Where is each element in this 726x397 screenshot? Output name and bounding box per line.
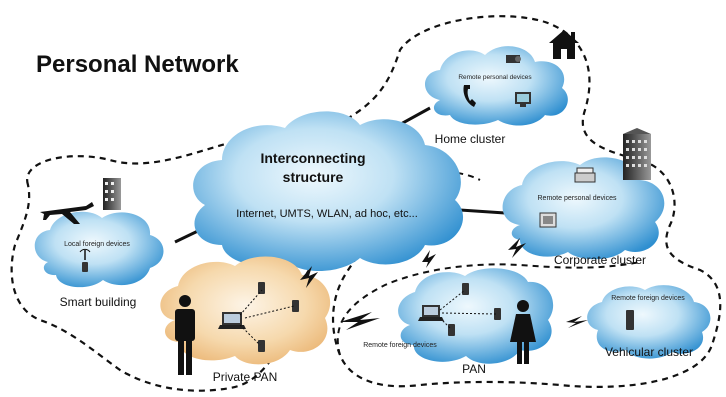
- pan-cloud-label: Remote foreign devices: [363, 342, 437, 349]
- vehicular-cluster-label: Vehicular cluster: [605, 345, 693, 359]
- camera-icon: [506, 55, 521, 63]
- house-icon: [549, 30, 579, 59]
- wireless-link-lines: [239, 289, 497, 346]
- phone-icon: [463, 85, 476, 107]
- interconnect-cloud: Interconnecting structure Internet, UMTS…: [193, 111, 464, 272]
- woman-icon: [510, 300, 536, 364]
- private-pan-label: Private PAN: [213, 370, 277, 384]
- home-cluster-label: Home cluster: [435, 132, 506, 146]
- local-cloud-label: Local foreign devices: [64, 241, 130, 248]
- airplane-icon: [40, 202, 94, 224]
- laptop-icon: [218, 312, 246, 329]
- computer-icon: [539, 212, 557, 228]
- home-cloud: Remote personal devices: [425, 46, 568, 126]
- private-pan-cloud: [160, 256, 331, 365]
- page-title: Personal Network: [36, 51, 239, 78]
- lightning-icon: [300, 238, 588, 330]
- pan-dashed-boundary: [336, 261, 641, 356]
- office-building-icon: [623, 128, 651, 180]
- corporate-cloud-label: Remote personal devices: [538, 195, 617, 202]
- interconnect-title-1: Interconnecting: [260, 150, 365, 166]
- interconnect-subtitle: Internet, UMTS, WLAN, ad hoc, etc...: [236, 208, 418, 220]
- personal-network-boundary: [10, 15, 722, 392]
- person-icon: [175, 295, 195, 375]
- vehicular-cloud-label: Remote foreign devices: [611, 295, 685, 302]
- building-icon: [103, 178, 121, 210]
- laptop-icon: [418, 305, 444, 321]
- pan-label: PAN: [462, 362, 486, 376]
- phone-icon: [82, 262, 634, 352]
- interconnect-title-2: structure: [283, 169, 344, 185]
- smart-building-label: Smart building: [60, 295, 137, 309]
- smart-building-cloud: Local foreign devices: [34, 211, 164, 288]
- printer-icon: [574, 167, 596, 183]
- computer-icon: [515, 92, 531, 107]
- home-cloud-label: Remote personal devices: [458, 74, 532, 81]
- antenna-icon: [79, 248, 91, 260]
- corporate-cluster-label: Corporate cluster: [554, 253, 646, 267]
- vehicular-cloud: Remote foreign devices: [587, 285, 711, 359]
- corporate-cloud: Remote personal devices: [502, 157, 665, 260]
